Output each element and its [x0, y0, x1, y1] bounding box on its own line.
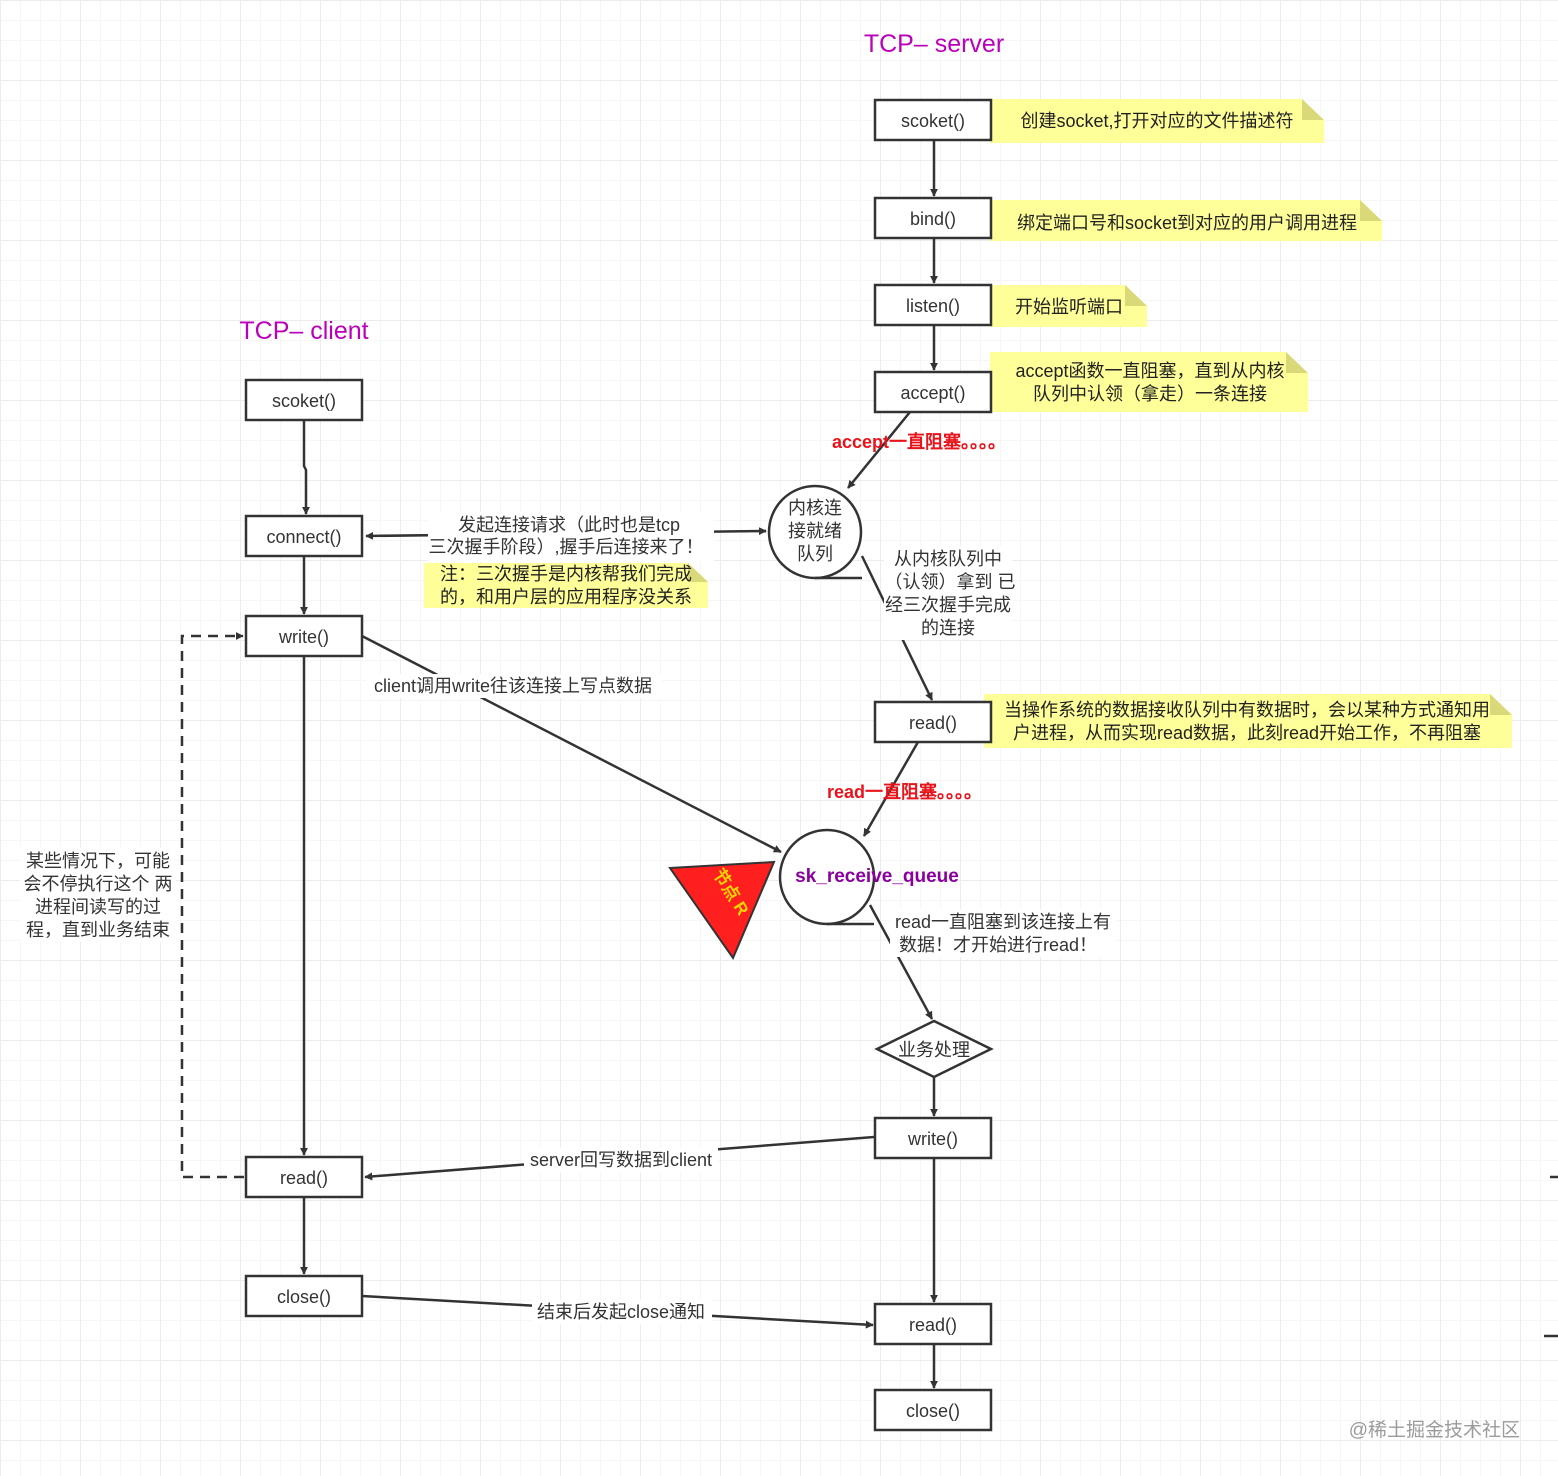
client-write-label: write()	[278, 627, 329, 647]
note-read-line1: 当操作系统的数据接收队列中有数据时，会以某种方式通知用	[1004, 700, 1490, 720]
server-read-node: read()	[873, 700, 993, 744]
note-bind-text: 绑定端口号和socket到对应的用户调用进程	[1017, 213, 1357, 233]
edge-receive-queue-business	[868, 904, 934, 1020]
connect-label-bg	[428, 512, 714, 562]
client-write-node: write()	[244, 614, 364, 658]
close-notify-label-bg	[532, 1300, 712, 1324]
wait-label-line1: read一直阻塞到该连接上有	[895, 912, 1111, 932]
wait-label-line2: 数据！才开始进行read！	[899, 935, 1097, 955]
claim-label-line2: （认领）拿到 已	[884, 571, 1015, 592]
note-accept: accept函数一直阻塞，直到从内核 队列中认领（拿走）一条连接	[990, 352, 1308, 412]
note-read-line2: 户进程，从而实现read数据，此刻read开始工作，不再阻塞	[1013, 723, 1481, 743]
server-socket-label: scoket()	[901, 111, 965, 131]
note-listen-text: 开始监听端口	[1015, 297, 1123, 317]
server-reply-label: server回写数据到client	[530, 1150, 712, 1170]
claim-label-line4: 的连接	[921, 618, 975, 638]
connect-label-line1: 发起连接请求（此时也是tcp	[458, 515, 680, 535]
server-close-node: close()	[873, 1388, 993, 1432]
note-handshake-line2: 的，和用户层的应用程序没关系	[440, 587, 692, 607]
note-accept-line1: accept函数一直阻塞，直到从内核	[1015, 361, 1284, 381]
server-read-final-node: read()	[873, 1302, 993, 1346]
client-write-label: client调用write往该连接上写点数据	[374, 676, 652, 696]
sk-receive-queue: sk_receive_queue	[778, 828, 959, 926]
server-title: TCP– server	[864, 30, 1004, 58]
business-process-label: 业务处理	[898, 1040, 970, 1060]
claim-label-bg	[884, 546, 1012, 640]
server-listen-label: listen()	[906, 296, 960, 316]
loop-label-bg	[20, 848, 176, 942]
node-r-marker: 节点 R	[668, 860, 776, 961]
sk-receive-queue-label: sk_receive_queue	[795, 866, 959, 887]
edge-accept-kernel-queue	[847, 411, 911, 489]
client-close-node: close()	[244, 1274, 364, 1318]
note-listen: 开始监听端口	[990, 285, 1147, 327]
read-blocking-label: read一直阻塞。。。。	[827, 781, 982, 802]
client-write-label-bg	[366, 674, 662, 698]
client-read-node: read()	[244, 1155, 364, 1199]
loop-label-line2: 会不停执行这个 两	[23, 874, 172, 894]
server-accept-label: accept()	[900, 383, 965, 403]
server-bind-node: bind()	[873, 196, 993, 240]
client-connect-label: connect()	[266, 527, 341, 547]
server-bind-label: bind()	[910, 209, 956, 229]
note-socket: 创建socket,打开对应的文件描述符	[990, 99, 1324, 143]
wait-label-bg	[890, 909, 1116, 957]
edge-client-socket-connect	[302, 420, 310, 515]
watermark: @稀土掘金技术社区	[1349, 1419, 1520, 1441]
note-bind: 绑定端口号和socket到对应的用户调用进程	[990, 200, 1382, 241]
server-accept-node: accept()	[873, 370, 993, 414]
client-title: TCP– client	[239, 317, 368, 345]
close-notify-label: 结束后发起close通知	[537, 1302, 705, 1322]
edge-client-write-receive-queue	[361, 634, 782, 854]
server-socket-node: scoket()	[873, 98, 993, 142]
loop-dashed-arrow	[180, 632, 244, 1179]
note-handshake-line1: 注：三次握手是内核帮我们完成	[440, 564, 692, 584]
client-socket-node: scoket()	[244, 378, 364, 422]
note-socket-text: 创建socket,打开对应的文件描述符	[1020, 111, 1293, 131]
loop-label-line1: 某些情况下，可能	[26, 851, 170, 871]
server-listen-node: listen()	[873, 283, 993, 327]
client-socket-label: scoket()	[272, 391, 336, 411]
kernel-queue-line1: 内核连	[788, 498, 842, 518]
kernel-queue-line2: 接就绪	[788, 521, 842, 541]
kernel-queue-line3: 队列	[797, 544, 833, 564]
connect-label-line2: 三次握手阶段）,握手后连接来了！	[429, 537, 704, 557]
client-close-label: close()	[277, 1287, 331, 1307]
server-read-final-label: read()	[909, 1315, 957, 1335]
server-close-label: close()	[906, 1401, 960, 1421]
loop-label-line3: 进程间读写的过	[35, 897, 161, 917]
server-reply-label-bg	[524, 1148, 718, 1172]
client-read-label: read()	[280, 1168, 328, 1188]
server-write-label: write()	[907, 1129, 958, 1149]
claim-label-line1: 从内核队列中	[894, 549, 1002, 569]
note-read: 当操作系统的数据接收队列中有数据时，会以某种方式通知用 户进程，从而实现read…	[984, 694, 1512, 748]
kernel-ready-queue: 内核连 接就绪 队列	[767, 484, 863, 580]
loop-label-line4: 程，直到业务结束	[26, 920, 170, 940]
edge-read-receive-queue	[862, 741, 920, 837]
claim-label-line3: 经三次握手完成	[885, 595, 1011, 615]
note-handshake: 注：三次握手是内核帮我们完成 的，和用户层的应用程序没关系	[424, 563, 708, 608]
client-connect-node: connect()	[244, 514, 364, 558]
business-process-node: 业务处理	[874, 1019, 994, 1079]
accept-blocking-label: accept一直阻塞。。。。	[832, 431, 1006, 452]
server-write-node: write()	[873, 1116, 993, 1160]
server-read-label: read()	[909, 713, 957, 733]
note-accept-line2: 队列中认领（拿走）一条连接	[1033, 383, 1267, 404]
